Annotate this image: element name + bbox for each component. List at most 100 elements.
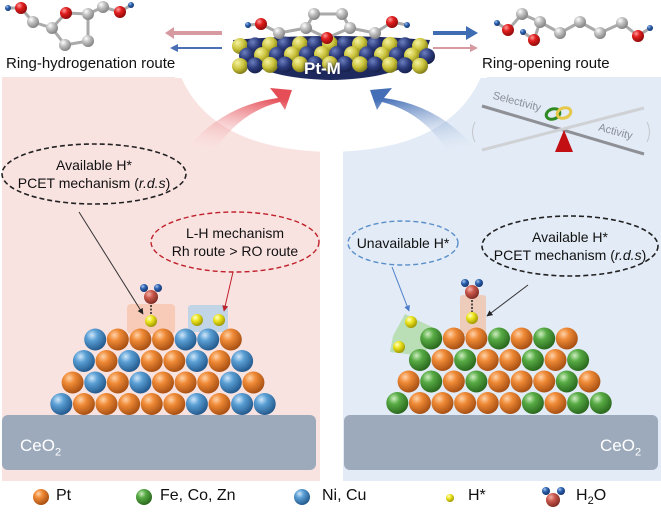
pt-atom	[106, 371, 129, 394]
right-ceo2-support	[344, 415, 658, 470]
fe-co-zn-atom	[488, 327, 510, 350]
surface-atom	[292, 56, 308, 73]
surface-atom	[277, 56, 293, 73]
carbon-atom	[594, 27, 606, 39]
ni-cu-atom	[50, 393, 73, 415]
balance-beam-light	[481, 106, 645, 152]
central-funnel-top	[175, 60, 487, 150]
hydrogen-atom	[404, 22, 410, 28]
pt-atom	[242, 371, 265, 394]
legend-pt-label: Pt	[56, 487, 72, 504]
ni-cu-atom	[219, 371, 242, 394]
fe-co-zn-atom	[567, 392, 590, 414]
legend-fe-co-zn-label: Fe, Co, Zn	[160, 487, 236, 504]
oxygen-atom	[15, 2, 27, 14]
left-pcet-pointer	[78, 211, 144, 315]
carbon-atom	[46, 22, 58, 34]
pt-atom	[442, 327, 465, 350]
pt-atom	[454, 392, 477, 414]
pt-atom	[197, 371, 220, 394]
fe-co-zn-atom	[589, 392, 612, 414]
pt-atom	[476, 349, 499, 371]
carbon-atom	[59, 39, 71, 51]
surface-atom	[247, 57, 263, 74]
left-available-h-bubble	[1, 143, 187, 205]
pt-atom	[208, 350, 231, 372]
pt-atom	[397, 370, 420, 393]
left-ceo2-support	[2, 415, 316, 470]
carbon-atom	[369, 27, 381, 39]
right-h-star-pcet	[466, 312, 478, 324]
ni-cu-atom	[231, 350, 254, 372]
pt-atom	[578, 370, 601, 393]
lh-mechanism-line1: L-H mechanism	[185, 225, 285, 241]
oxygen-atom	[502, 24, 514, 36]
pt-atom	[219, 328, 242, 351]
ring-hydrogenation-route-title: Ring-hydrogenation route	[6, 55, 176, 72]
surface-atom	[322, 56, 338, 73]
right-pcet-line: PCET mechanism (r.d.s)	[493, 247, 647, 263]
carbon-atom	[27, 16, 39, 28]
right-unavailable-h-text: Unavailable H*	[356, 235, 450, 251]
pt-atom	[431, 392, 454, 414]
hydrogen-atom	[494, 20, 500, 26]
pt-atom	[95, 393, 118, 415]
pt-atom	[174, 371, 197, 394]
pt-atom	[163, 350, 186, 372]
surface-atom	[262, 56, 278, 73]
pt-atom	[152, 328, 174, 351]
pt-atom	[544, 392, 567, 414]
red-arrow-to-catalyst	[190, 88, 292, 150]
right-available-h-bubble	[481, 215, 659, 277]
ni-cu-atom	[185, 393, 208, 415]
carbon-atom	[574, 16, 586, 28]
fe-co-zn-atom	[521, 349, 544, 371]
ni-cu-atom	[197, 328, 220, 351]
blue-arrow-to-catalyst	[370, 88, 472, 150]
fe-co-zn-atom	[420, 327, 443, 350]
pt-atom	[95, 350, 118, 372]
legend-ni-cu-icon	[294, 489, 310, 505]
left-lh-mechanism-bubble	[150, 211, 320, 273]
right-pcet-pointer	[486, 284, 529, 317]
carbon-atom	[82, 8, 94, 20]
left-arrow-blue-head	[170, 44, 178, 52]
pt-atom	[408, 392, 431, 414]
oxygen-atom	[528, 34, 540, 46]
pt-atom	[442, 370, 465, 393]
carbon-atom	[97, 1, 109, 13]
ni-cu-atom	[174, 328, 197, 351]
pt-atom	[431, 349, 454, 371]
right-arrow-blue-head	[466, 26, 478, 40]
ni-cu-atom	[84, 371, 107, 394]
carbon-atom	[516, 8, 528, 20]
chain-link-yellow-icon	[555, 106, 573, 120]
ring-hydrogenation-product-molecule	[5, 1, 134, 51]
pt-atom	[499, 349, 522, 371]
right-unavailable-h-bubble	[347, 220, 459, 266]
right-arrow-pink-head	[470, 44, 478, 52]
left-pcet-line: PCET mechanism (r.d.s)	[17, 175, 171, 191]
oxygen-atom	[321, 32, 333, 44]
pt-atom	[510, 327, 533, 350]
carbon-atom	[616, 17, 628, 29]
hydrogen-atom	[128, 2, 134, 8]
pt-atom	[499, 392, 522, 414]
ring-opening-route-title: Ring-opening route	[482, 55, 610, 72]
surface-atom	[232, 57, 248, 74]
carbon-atom	[82, 35, 94, 47]
right-water-adsorbate	[461, 279, 483, 312]
hydrogen-atom	[5, 5, 11, 11]
selectivity-activity-balance	[472, 104, 650, 156]
legend-ni-cu-label: Ni, Cu	[322, 487, 367, 504]
carbon-atom	[336, 8, 348, 20]
pt-m-label: Pt-M	[304, 59, 341, 78]
pt-atom	[544, 349, 567, 371]
legend-water-icon	[542, 487, 565, 507]
left-pt-ni-cu-pyramid	[50, 328, 276, 415]
carbon-atom	[534, 16, 546, 28]
oxygen-atom	[386, 16, 398, 28]
left-water-adsorbate	[140, 284, 162, 316]
surface-atom	[367, 56, 383, 73]
oxygen-atom	[114, 6, 126, 18]
